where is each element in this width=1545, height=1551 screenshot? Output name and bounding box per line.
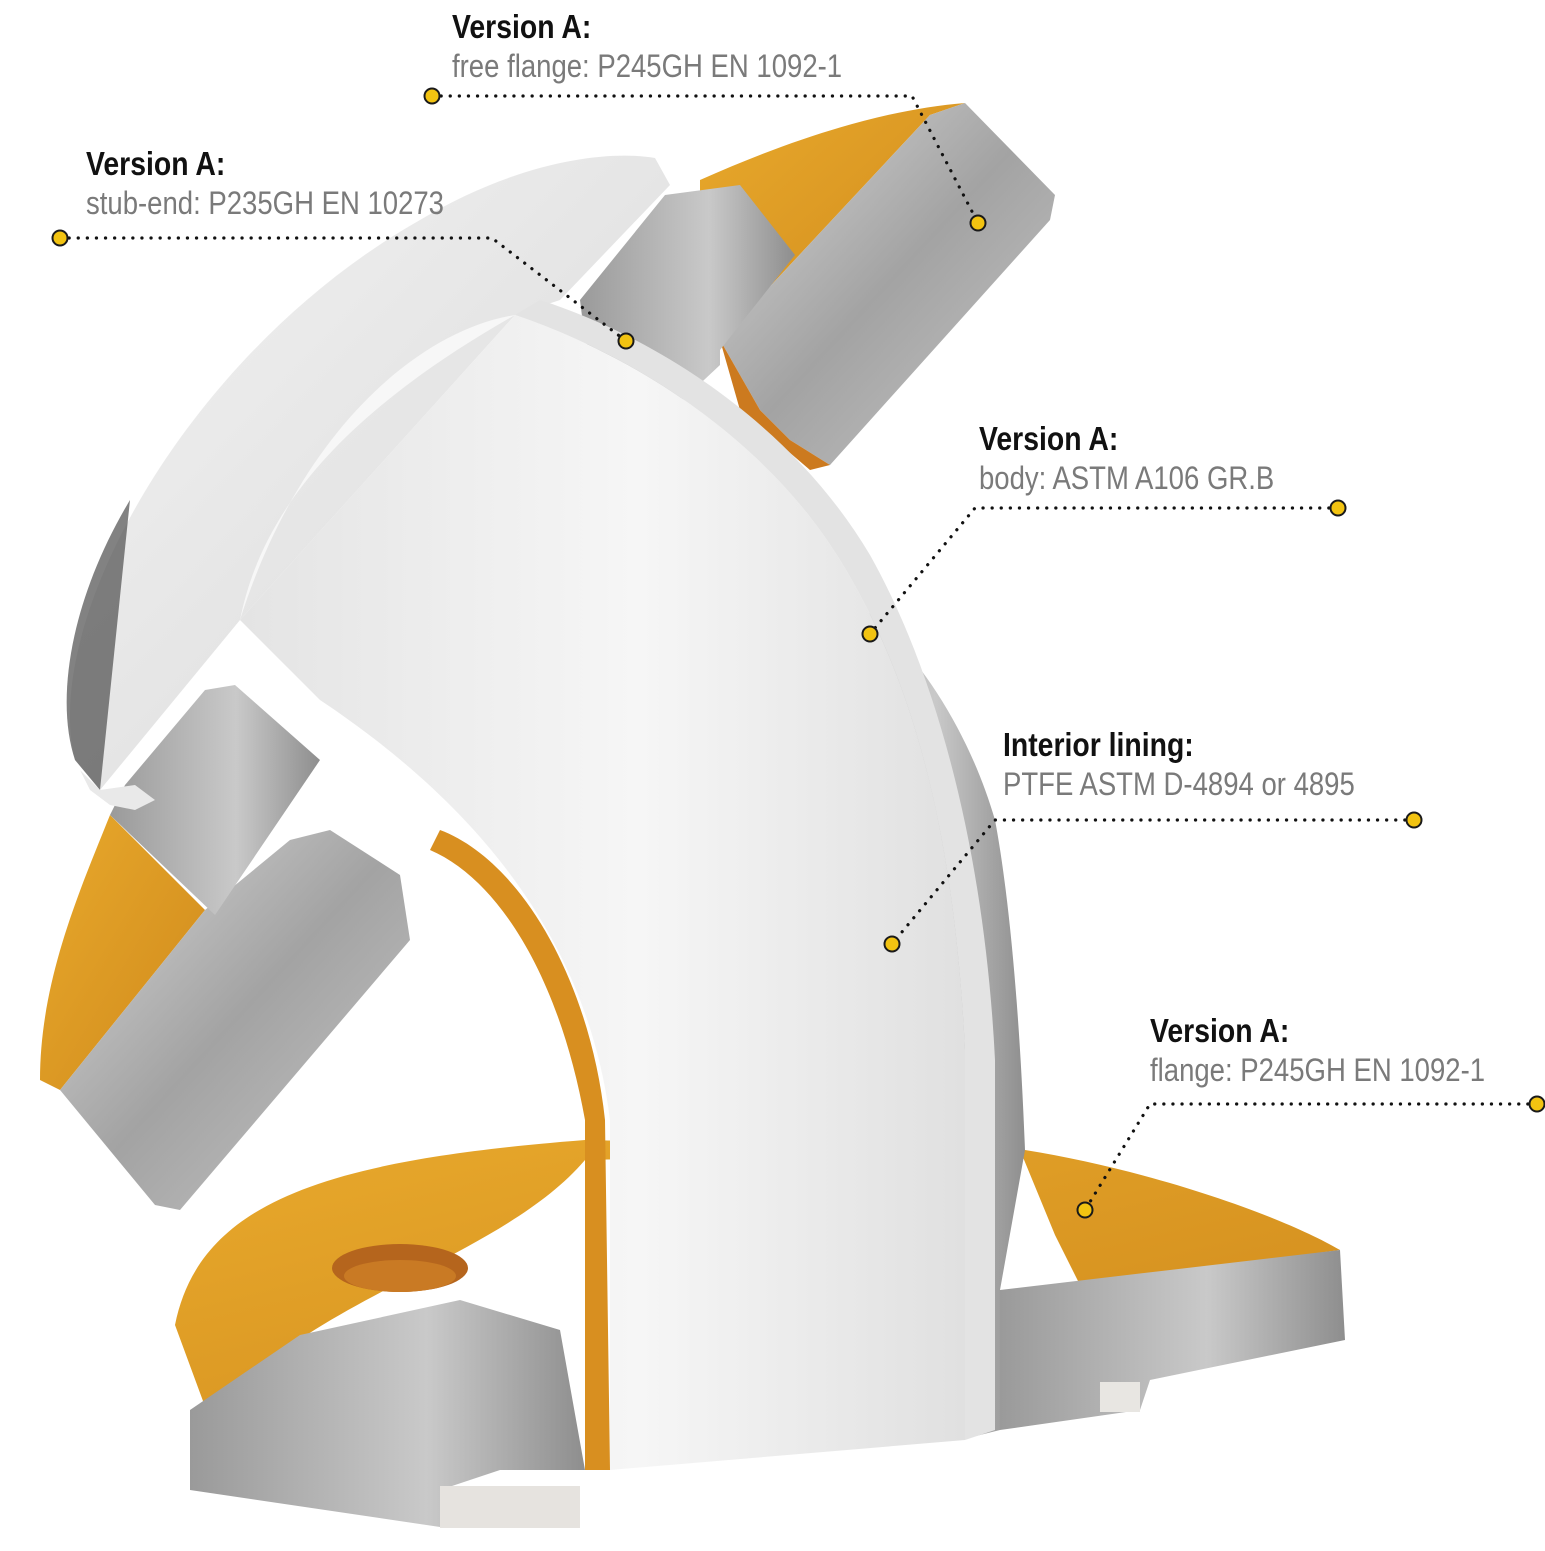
- stub-end-face: [66, 155, 671, 810]
- callout-title: Version A:: [86, 145, 226, 182]
- marker-dot: [883, 935, 901, 953]
- leader-lining: [890, 818, 1416, 946]
- marker-dot: [423, 87, 441, 105]
- callout-title: Version A:: [1150, 1012, 1290, 1049]
- marker-dot: [969, 214, 987, 232]
- leader-body: [868, 506, 1340, 636]
- ptfe-lining: [240, 300, 995, 1470]
- marker-dot: [1076, 1201, 1094, 1219]
- callout-stub-end: Version A: stub-end: P235GH EN 10273: [86, 145, 502, 223]
- callout-description: flange: P245GH EN 1092-1: [1150, 1052, 1486, 1088]
- callout-description: PTFE ASTM D-4894 or 4895: [1003, 766, 1355, 802]
- callout-interior-lining: Interior lining: PTFE ASTM D-4894 or 489…: [1003, 726, 1412, 804]
- callout-title: Version A:: [452, 8, 592, 45]
- callout-body: Version A: body: ASTM A106 GR.B: [979, 420, 1322, 498]
- marker-dot: [1405, 811, 1423, 829]
- leader-flange: [1083, 1102, 1539, 1212]
- callout-free-flange: Version A: free flange: P245GH EN 1092-1: [452, 8, 906, 86]
- callout-flange: Version A: flange: P245GH EN 1092-1: [1150, 1012, 1540, 1090]
- leader-lines: [58, 94, 1539, 1212]
- marker-dot: [1329, 499, 1347, 517]
- left-free-flange: [40, 685, 410, 1210]
- callout-title: Version A:: [979, 420, 1119, 457]
- marker-dot: [1528, 1095, 1545, 1113]
- callout-description: free flange: P245GH EN 1092-1: [452, 48, 843, 84]
- marker-dot: [617, 332, 635, 350]
- callout-title: Interior lining:: [1003, 726, 1194, 763]
- leader-stub-end: [58, 236, 628, 343]
- callout-description: stub-end: P235GH EN 10273: [86, 185, 444, 221]
- markers: [51, 87, 1545, 1219]
- bottom-flange: [175, 1140, 1345, 1528]
- marker-dot: [51, 229, 69, 247]
- callout-description: body: ASTM A106 GR.B: [979, 460, 1275, 496]
- marker-dot: [861, 625, 879, 643]
